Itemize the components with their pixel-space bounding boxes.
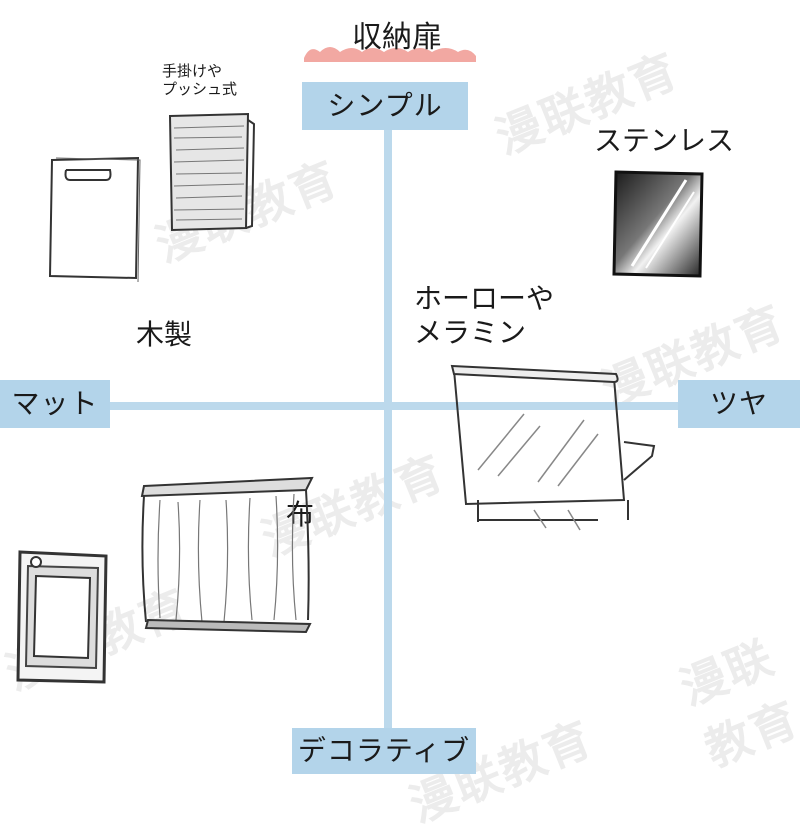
- watermark: 漫联教育: [672, 629, 800, 778]
- label-wood: 木製: [136, 318, 193, 351]
- title-highlight-mark: [304, 47, 476, 62]
- vertical-axis: [384, 120, 392, 738]
- label-enamel-melamine: ホーローや メラミン: [414, 282, 555, 350]
- push-door-sketch: [168, 112, 256, 232]
- wooden-door-sketch: [48, 156, 141, 283]
- label-cloth: 布: [286, 498, 315, 531]
- label-stainless: ステンレス: [594, 124, 735, 157]
- cloth-curtain-sketch: [140, 476, 314, 634]
- label-handle-push: 手掛けや プッシュ式: [162, 62, 238, 99]
- enamel-cabinet-sketch: [450, 364, 656, 531]
- axis-label-top: シンプル: [302, 82, 468, 130]
- axis-label-right: ツヤ: [678, 380, 800, 428]
- quadrant-diagram: 漫联教育 漫联教育 漫联教育 漫联教育 漫联教育 漫联教育 漫联教育 収納扉 シ…: [0, 20, 800, 833]
- stainless-panel-sketch: [612, 170, 704, 278]
- decorative-door-sketch: [16, 550, 108, 684]
- axis-label-left: マット: [0, 380, 110, 428]
- diagram-title: 収納扉: [352, 20, 442, 55]
- horizontal-axis: [108, 402, 680, 410]
- axis-label-bottom: デコラティブ: [292, 728, 476, 774]
